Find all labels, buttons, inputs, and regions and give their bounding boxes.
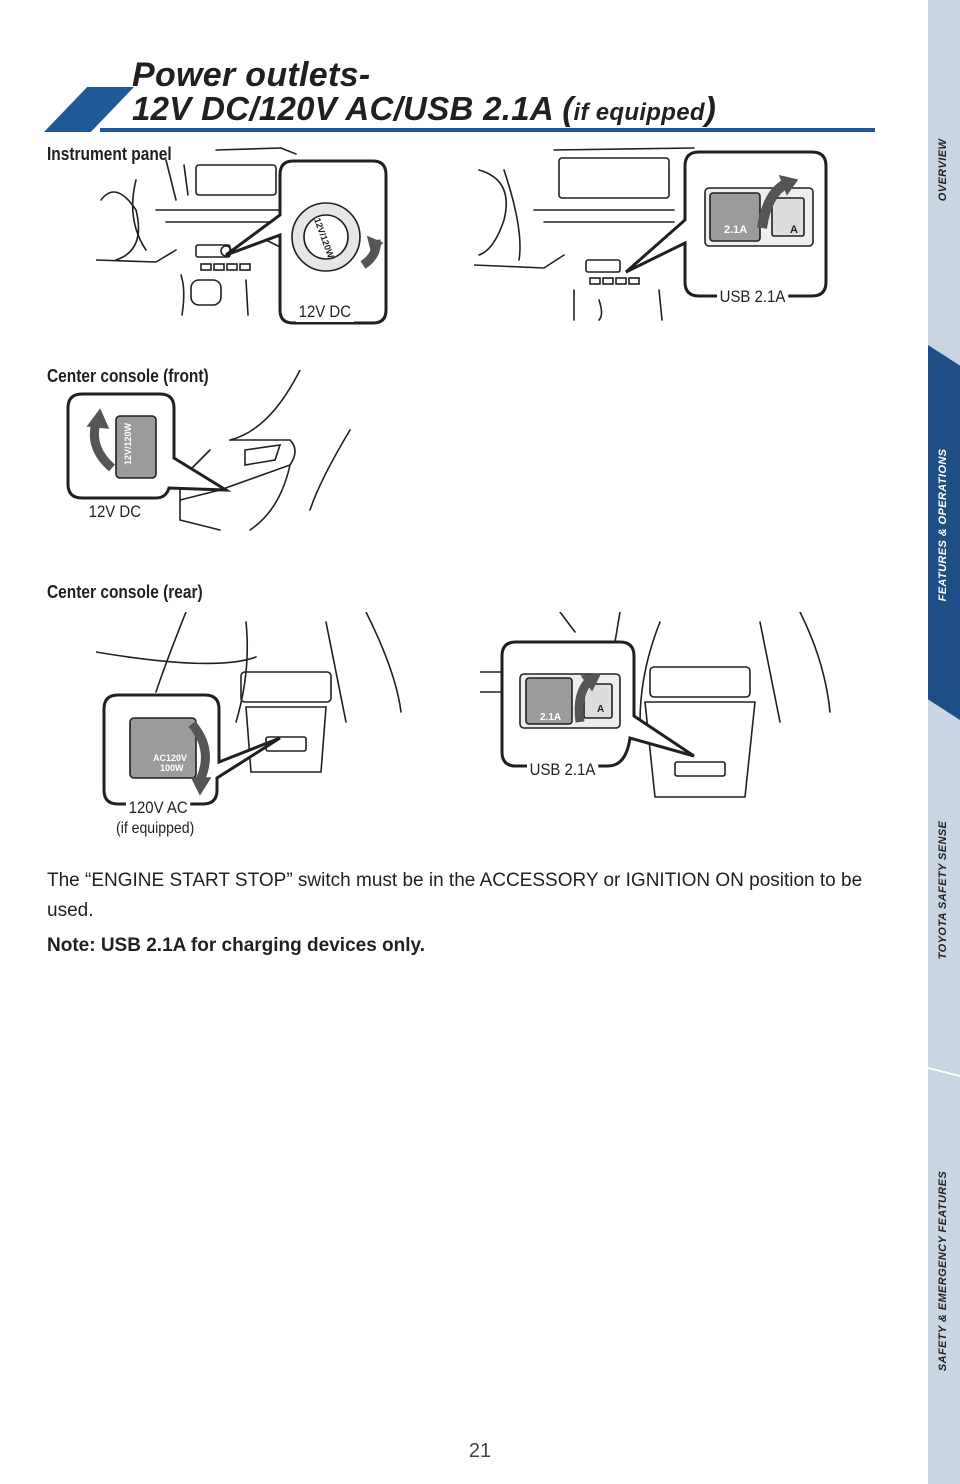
callout-ip-usb: USB 2.1A <box>717 287 788 307</box>
callout-ip-12v-dc: 12V DC <box>296 302 354 322</box>
nav-tab-tss-label: TOYOTA SAFETY SENSE <box>937 820 949 960</box>
page-number: 21 <box>468 1440 492 1462</box>
usb-label-rear: 2.1A <box>540 712 562 723</box>
section-nav-sidebar: OVERVIEW FEATURES & OPERATIONS TOYOTA SA… <box>928 0 960 1484</box>
title-main: 12V DC/120V AC/USB 2.1A ( <box>132 90 574 127</box>
nav-tab-safety-emergency[interactable]: SAFETY & EMERGENCY FEATURES <box>928 1075 960 1484</box>
nav-tab-overview-label: OVERVIEW <box>937 138 949 202</box>
usb-note: Note: USB 2.1A for charging devices only… <box>47 935 425 956</box>
title-close-paren: ) <box>704 90 717 127</box>
nav-tab-safety-label: SAFETY & EMERGENCY FEATURES <box>937 1170 949 1372</box>
nav-tab-features-operations[interactable]: FEATURES & OPERATIONS <box>928 345 960 720</box>
page-title-line2: 12V DC/120V AC/USB 2.1A (if equipped) <box>132 90 716 128</box>
illustration-instrument-panel-12v <box>96 140 396 325</box>
illustration-instrument-panel-usb <box>474 140 714 325</box>
illustration-center-console-front <box>150 370 360 540</box>
illustration-center-console-rear-right <box>480 612 840 802</box>
callout-box-ip-usb <box>612 148 834 308</box>
section-label-center-rear: Center console (rear) <box>47 582 203 602</box>
ac-label-line2: 100W <box>160 763 184 773</box>
page-title-line1: Power outlets- <box>132 56 371 94</box>
header-accent-stripe <box>44 87 134 132</box>
usage-instructions: The “ENGINE START STOP” switch must be i… <box>47 870 863 921</box>
title-if-equipped: if equipped <box>573 99 705 126</box>
nav-tab-toyota-safety-sense[interactable]: TOYOTA SAFETY SENSE <box>928 720 960 1073</box>
header-rule <box>100 128 875 132</box>
callout-box-front-12v <box>64 388 234 518</box>
usb-side-label-rear: A <box>597 704 605 715</box>
nav-tab-overview[interactable]: OVERVIEW <box>928 0 960 345</box>
socket-label-front: 12V/120W <box>123 422 134 466</box>
callout-box-rear-120v <box>100 690 290 815</box>
usb-side-label-ip: A <box>790 224 798 236</box>
callout-rear-if-equipped: (if equipped) <box>116 820 195 837</box>
section-label-instrument-panel: Instrument panel <box>47 144 172 164</box>
callout-rear-120v-ac: 120V AC <box>126 798 191 818</box>
usb-label-ip: 2.1A <box>724 224 748 236</box>
section-label-center-front: Center console (front) <box>47 366 209 386</box>
callout-box-ip-12v <box>178 155 393 330</box>
callout-box-rear-usb <box>498 638 698 778</box>
ac-label-line1: AC120V <box>153 753 188 763</box>
callout-front-12v-dc: 12V DC <box>86 502 144 522</box>
nav-tab-features-label: FEATURES & OPERATIONS <box>937 448 949 602</box>
callout-rear-usb: USB 2.1A <box>527 760 598 780</box>
